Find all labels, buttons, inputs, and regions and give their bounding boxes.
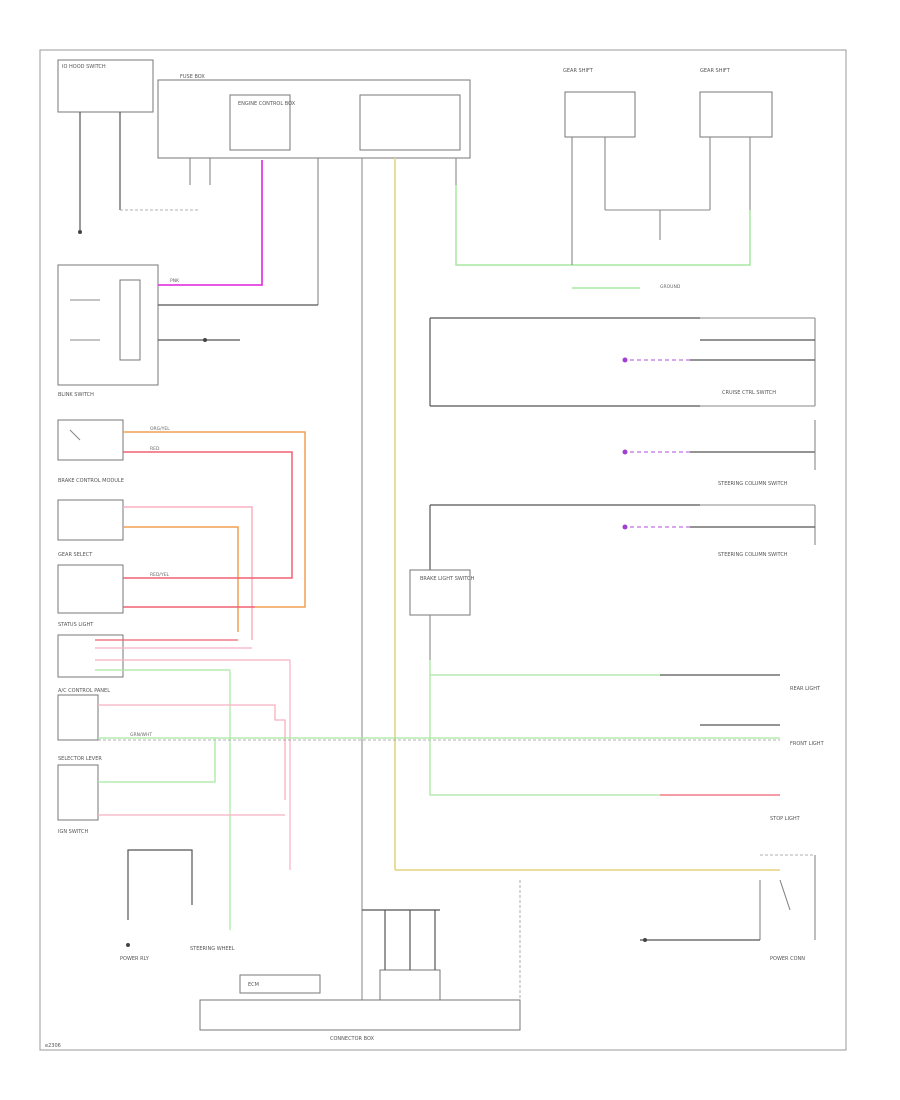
gear-shift-left: GEAR SHIFT: [563, 68, 636, 210]
brake-control-label: BRAKE CONTROL MODULE: [58, 478, 124, 484]
wire-label-red-yel: RED/YEL: [150, 572, 170, 578]
wire-pink-2: [98, 704, 286, 800]
trailer-conn: POWER CONN: [640, 854, 816, 962]
steering-wheel-label: STEERING WHEEL: [190, 946, 235, 952]
gear-shift-right-label: GEAR SHIFT: [700, 68, 731, 74]
diagram-frame: [39, 49, 847, 1051]
brake-light-switch: BRAKE LIGHT SWITCH: [409, 505, 475, 660]
footer-code: e2306: [45, 1043, 61, 1049]
ground-right-label: GROUND: [660, 284, 681, 290]
wire-label-pnk: PNK: [170, 278, 180, 284]
wire-magenta: [158, 160, 263, 286]
power-rly: POWER RLY: [120, 849, 193, 962]
ign-switch-label: IGN SWITCH: [58, 829, 89, 835]
steering-column-switch-bottom: STEERING COLUMN SWITCH: [430, 504, 816, 558]
gear-select-label: GEAR SELECT: [58, 552, 93, 558]
steering-column-bottom-label: STEERING COLUMN SWITCH: [718, 552, 788, 558]
fuse-box: FUSE BOX ENGINE CONTROL BOX: [157, 74, 471, 305]
wire-orange-2: [123, 526, 239, 632]
blink-switch-label: BLINK SWITCH: [58, 392, 94, 398]
rear-light: REAR LIGHT: [430, 674, 821, 692]
status-light: STATUS LIGHT: [57, 564, 124, 628]
blink-switch: BLINK SWITCH: [57, 264, 159, 398]
wire-green-top: [455, 185, 751, 266]
selector-lever-label: SELECTOR LEVER: [58, 756, 102, 762]
ign-switch: IGN SWITCH: [57, 764, 99, 835]
ecm-label: ECM: [248, 982, 259, 988]
hood-switch-label: IO HOOD SWITCH: [62, 64, 106, 70]
cruise-ctrl-switch: CRUISE CTRL SWITCH: [429, 317, 816, 407]
ac-control-panel-label: A/C CONTROL PANEL: [58, 688, 110, 694]
wire-label-red: RED: [150, 446, 160, 452]
wire-label-org-yel: ORG/YEL: [150, 426, 170, 432]
connector-box: ECM CONNECTOR BOX: [199, 880, 521, 1042]
front-light-label: FRONT LIGHT: [790, 741, 825, 747]
power-conn-label: POWER CONN: [770, 956, 805, 962]
steering-column-switch-top: STEERING COLUMN SWITCH: [622, 420, 816, 487]
engine-ctrl-box-label: ENGINE CONTROL BOX: [238, 101, 296, 107]
status-light-label: STATUS LIGHT: [58, 622, 94, 628]
connector-box-label: CONNECTOR BOX: [330, 1036, 375, 1042]
selector-lever: SELECTOR LEVER: [57, 694, 102, 762]
brake-light-switch-label: BRAKE LIGHT SWITCH: [420, 576, 475, 582]
gear-shift-right: GEAR SHIFT: [699, 68, 773, 210]
gear-shift-left-label: GEAR SHIFT: [563, 68, 594, 74]
ac-control-panel: A/C CONTROL PANEL: [57, 634, 124, 694]
cruise-ctrl-switch-label: CRUISE CTRL SWITCH: [722, 390, 776, 396]
steering-column-top-label: STEERING COLUMN SWITCH: [718, 481, 788, 487]
brake-control-module: BRAKE CONTROL MODULE: [57, 419, 124, 484]
stop-light: STOP LIGHT: [429, 660, 801, 822]
stop-light-label: STOP LIGHT: [770, 816, 801, 822]
wire-label-grn-wht: GRN/WHT: [130, 732, 152, 738]
wire-pink-1: [123, 506, 253, 640]
hood-switch: IO HOOD SWITCH: [57, 59, 200, 234]
rear-light-label: REAR LIGHT: [790, 686, 821, 692]
fuse-box-label: FUSE BOX: [180, 74, 205, 80]
gear-select: GEAR SELECT: [57, 499, 124, 558]
wire-red-1: [123, 451, 293, 579]
wire-orange-1: [123, 431, 306, 608]
front-light: FRONT LIGHT: [700, 724, 825, 747]
power-rly-label: POWER RLY: [120, 956, 150, 962]
